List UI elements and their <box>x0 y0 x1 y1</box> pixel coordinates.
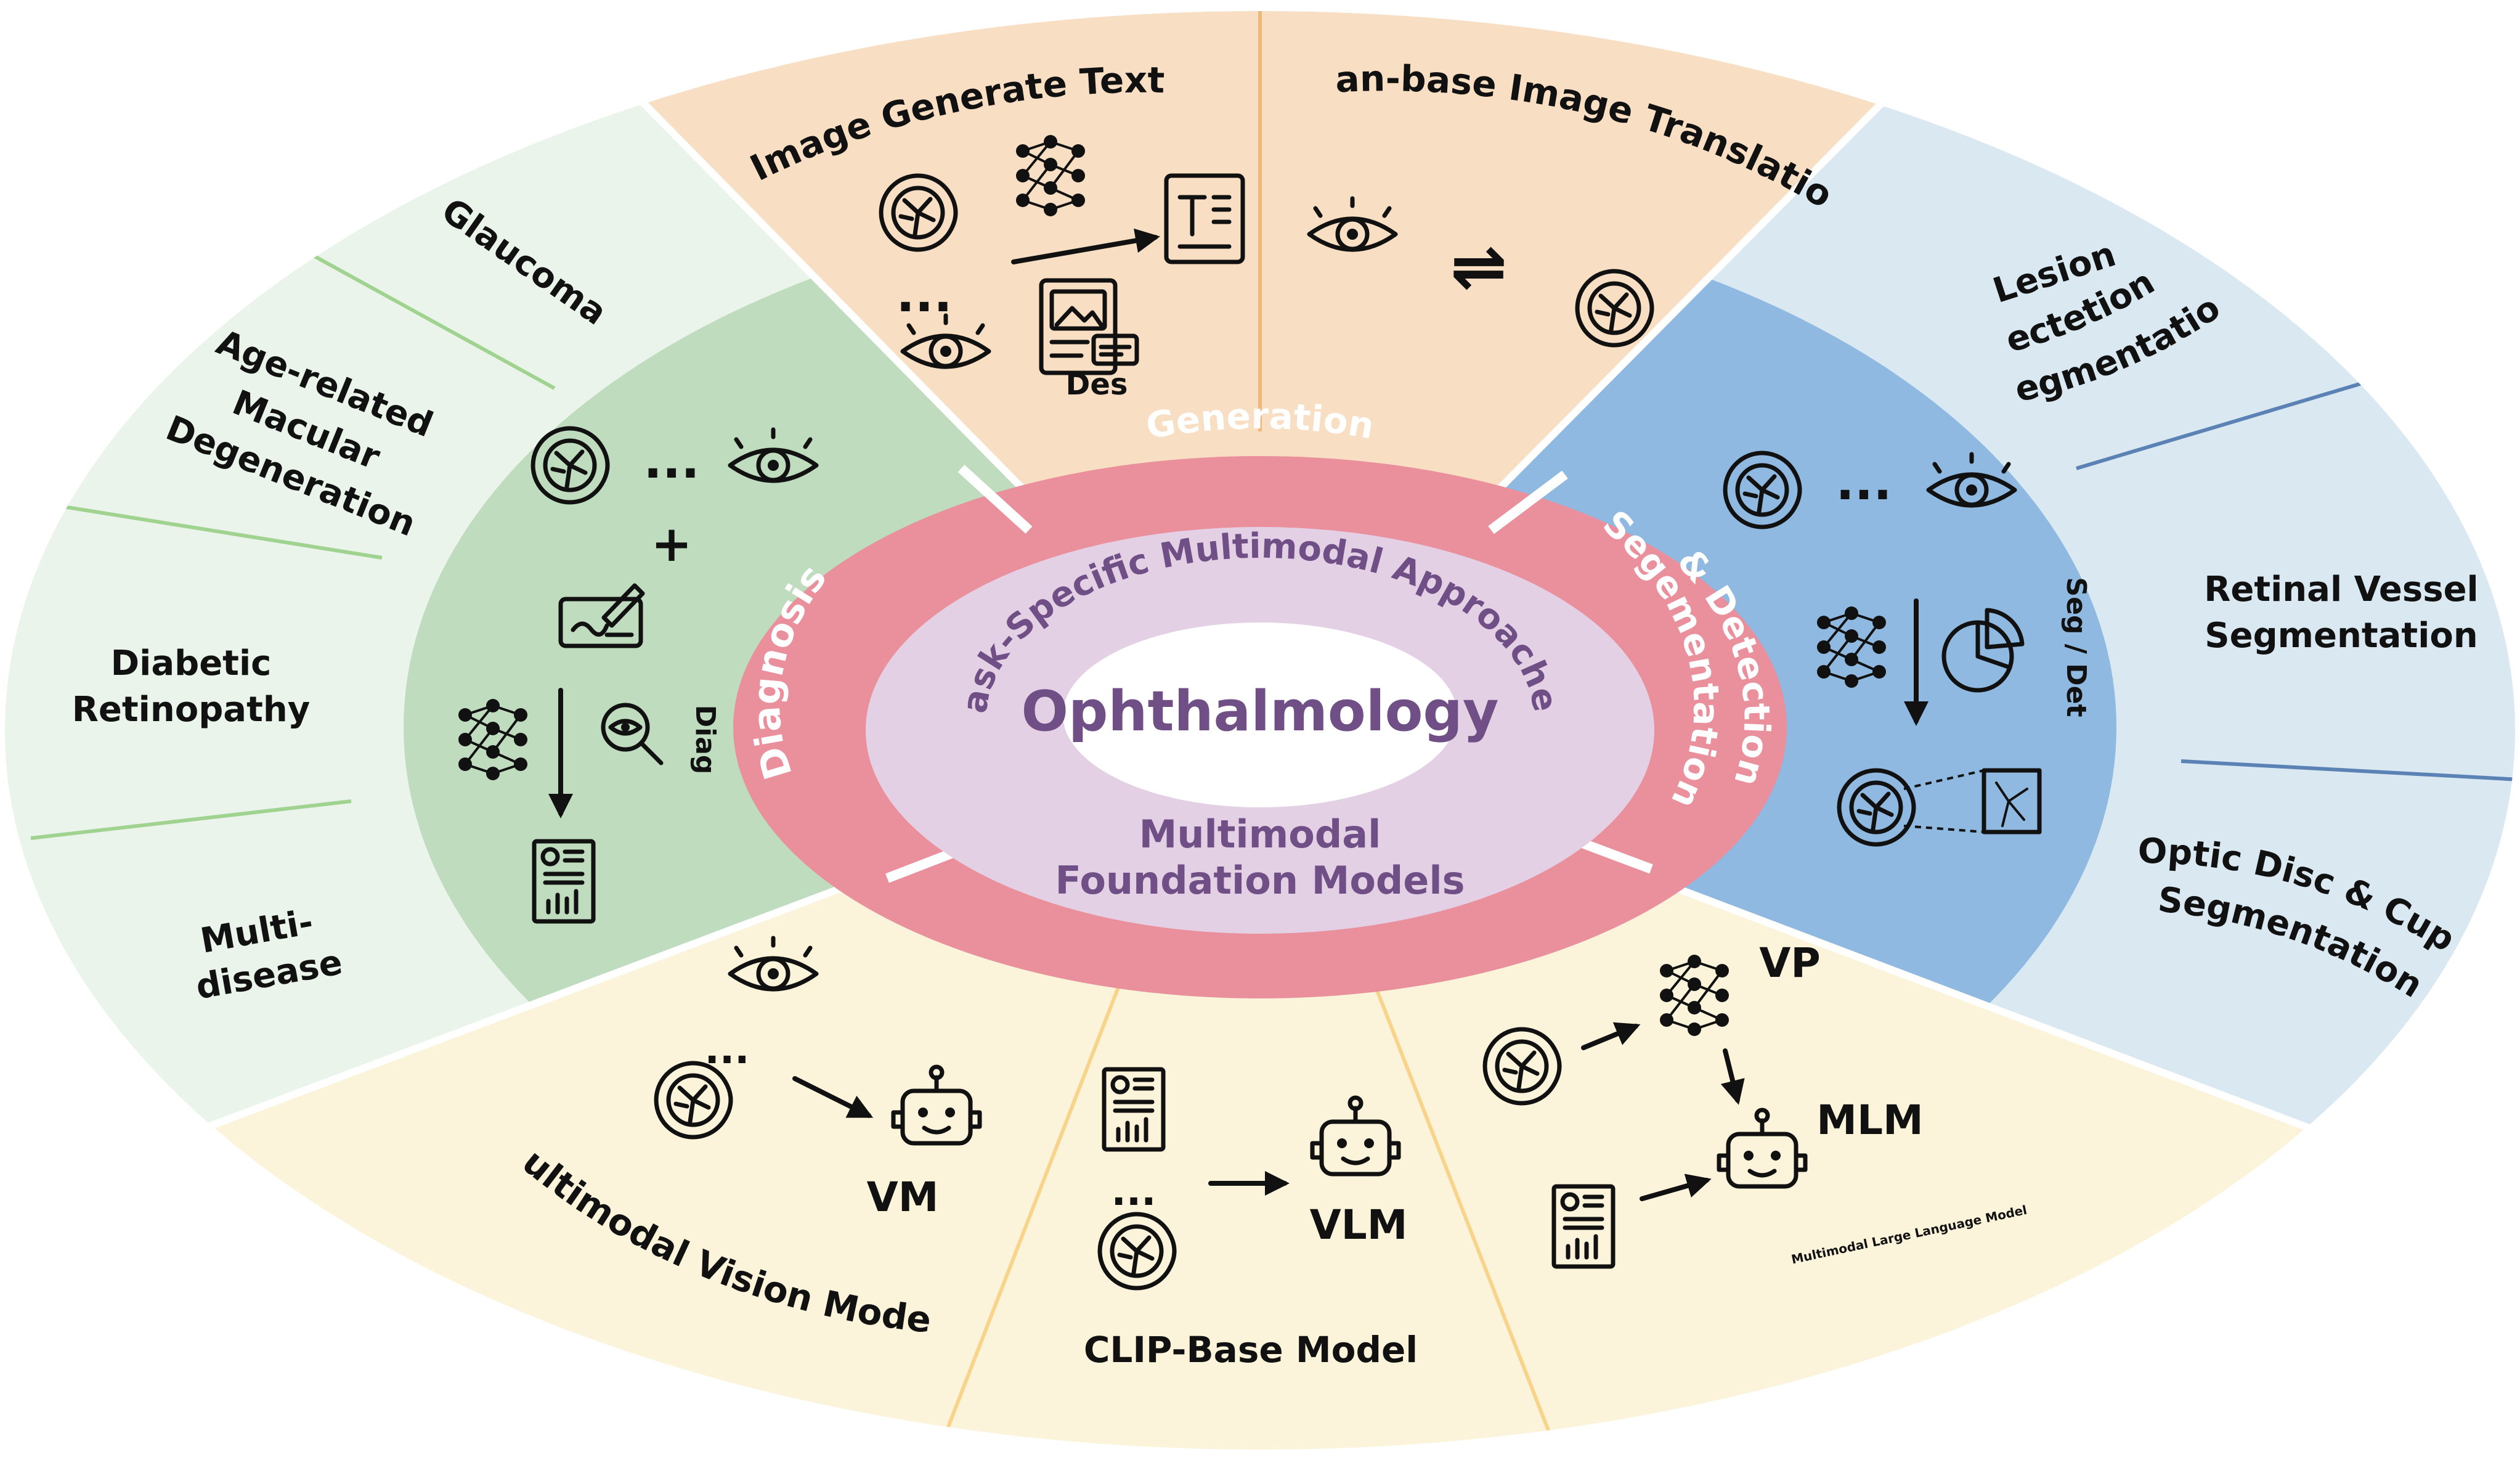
green-divider <box>30 799 352 840</box>
dots-icon: ... <box>1112 1169 1156 1215</box>
arrow-icon <box>792 1076 874 1118</box>
yellow-divider <box>929 899 1154 1451</box>
swap-icon: ⇌ <box>1450 227 1507 306</box>
blue-divider <box>2181 759 2517 781</box>
generation-ellipsis: ... <box>896 266 952 323</box>
clip-model-title: CLIP-Base Model <box>1084 1329 1418 1371</box>
zoom-lines <box>1903 769 1985 833</box>
segmentation-ellipsis: ... <box>1835 454 1892 511</box>
des-label: Des <box>1066 367 1128 402</box>
vm-label: VM <box>867 1173 939 1221</box>
arrow-icon <box>1720 1048 1745 1105</box>
dr-label-line2: Retinopathy <box>72 690 310 730</box>
seg-det-label: Seg / Det <box>2060 577 2092 717</box>
foundation-line2: Foundation Models <box>1055 858 1465 903</box>
fundus-icon <box>881 176 956 250</box>
fundus-icon <box>656 1063 731 1137</box>
outer-border <box>1 7 2519 1453</box>
arrow-icon <box>1581 1022 1641 1050</box>
center-title: Ophthalmology <box>1021 679 1498 744</box>
ring-divider <box>957 465 1033 534</box>
plus-icon: + <box>651 515 692 573</box>
vlm-label: VLM <box>1310 1201 1408 1249</box>
segmentation-inner-sector <box>1260 200 2116 1140</box>
fundus-icon <box>1485 1029 1559 1103</box>
foundation-line1: Multimodal <box>1139 812 1381 857</box>
green-divider <box>55 504 383 560</box>
diag-label: Diag <box>689 705 721 775</box>
vessel-label-line2: Segmentation <box>2205 616 2477 656</box>
arrow-icon <box>1640 1173 1712 1201</box>
dots-icon: ... <box>705 1027 750 1073</box>
mlm-label: MLM <box>1816 1096 1923 1144</box>
fundus-icon <box>1577 271 1652 345</box>
foundation-ring-wedge <box>949 814 1565 928</box>
green-divider <box>307 251 556 390</box>
diagnosis-ellipsis: ... <box>643 432 699 489</box>
fundus-icon <box>533 428 608 502</box>
center-ellipse <box>1063 622 1457 807</box>
blue-divider <box>2076 380 2367 470</box>
dr-label-line1: Diabetic <box>111 643 272 683</box>
foundation-outer-sector <box>3 730 2517 1451</box>
vp-label: VP <box>1759 939 1820 987</box>
diagnosis-inner-sector <box>404 200 1260 1140</box>
generation-outer-sector <box>542 9 1984 730</box>
fundus-icon <box>1100 1214 1174 1288</box>
fundus-icon <box>1725 453 1800 527</box>
ring-divider <box>1488 470 1568 534</box>
vessel-label-line1: Retinal Vessel <box>2204 569 2479 610</box>
arrow-icon <box>1011 228 1160 264</box>
fundus-icon <box>1839 770 1914 844</box>
